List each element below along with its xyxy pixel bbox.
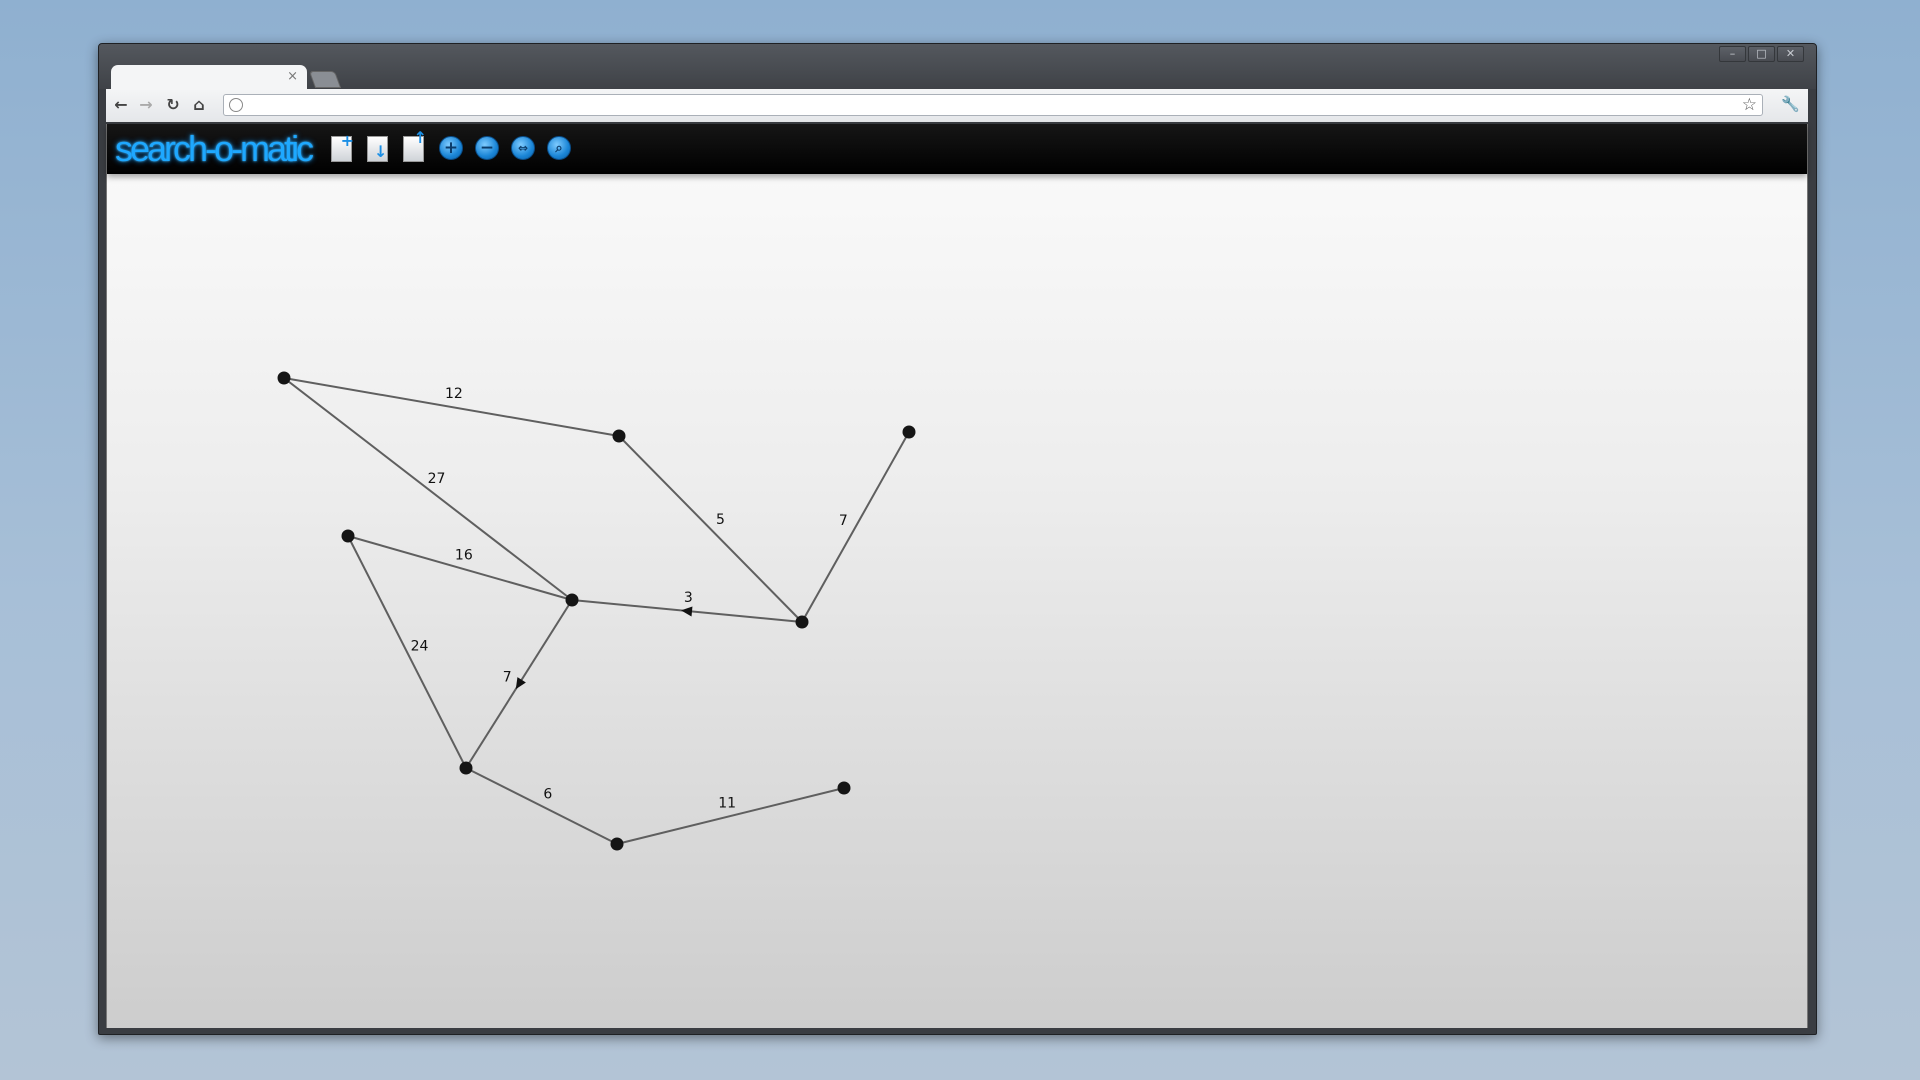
edge-weight-label: 5 xyxy=(716,512,725,528)
graph-node[interactable] xyxy=(612,429,626,443)
graph-node[interactable] xyxy=(459,761,473,775)
address-bar[interactable]: ☆ xyxy=(223,94,1763,116)
edge-weight-label: 24 xyxy=(411,639,429,655)
zoom-out-icon[interactable]: − xyxy=(475,136,499,160)
new-tab-button[interactable] xyxy=(308,71,342,88)
reload-button[interactable]: ↻ xyxy=(166,95,180,114)
export-icon[interactable]: ↑ xyxy=(403,130,427,162)
address-input[interactable] xyxy=(250,96,1724,116)
graph-node[interactable] xyxy=(565,593,579,607)
edge-weight-label: 27 xyxy=(428,471,446,487)
new-document-icon[interactable]: + xyxy=(331,133,354,162)
graph-node[interactable] xyxy=(277,371,291,385)
graph-node[interactable] xyxy=(795,615,809,629)
close-window-button[interactable]: ✕ xyxy=(1777,46,1804,62)
edge-weight-label: 11 xyxy=(718,795,736,811)
edge-weight-label: 12 xyxy=(445,386,463,402)
graph-node[interactable] xyxy=(610,837,624,851)
graph-node[interactable] xyxy=(902,425,916,439)
edge-weight-label: 7 xyxy=(503,670,512,686)
edge-direction-arrow xyxy=(515,677,526,690)
title-bar: × – □ ✕ xyxy=(99,44,1816,90)
minimize-button[interactable]: – xyxy=(1719,46,1746,62)
graph-edge[interactable] xyxy=(283,377,620,437)
import-icon[interactable]: ↓ xyxy=(367,136,388,162)
fit-to-screen-icon[interactable]: ⇔ xyxy=(511,136,535,160)
bookmark-star-icon[interactable]: ☆ xyxy=(1741,95,1757,115)
forward-button[interactable]: → xyxy=(139,95,153,114)
wrench-icon[interactable]: 🔧 xyxy=(1781,95,1800,113)
edge-weight-label: 6 xyxy=(543,786,552,802)
graph-edge[interactable] xyxy=(283,377,573,601)
graph-edge[interactable] xyxy=(465,767,618,845)
edge-direction-arrow xyxy=(681,606,693,617)
maximize-button[interactable]: □ xyxy=(1748,46,1775,62)
globe-icon xyxy=(229,98,243,112)
graph-edge[interactable] xyxy=(347,535,467,769)
edge-weight-label: 3 xyxy=(684,590,693,606)
back-button[interactable]: ← xyxy=(114,95,128,114)
edge-weight-label: 7 xyxy=(839,513,848,529)
browser-window: × – □ ✕ ← → ↻ ⌂ ☆ 🔧 12 27 5 7 16 3 24 7 6 11 xyxy=(98,43,1817,1035)
graph-node[interactable] xyxy=(837,781,851,795)
app-content: 12 27 5 7 16 3 24 7 6 11 search-o-matic + ↓ ↑ + −… xyxy=(106,124,1808,1028)
graph-canvas[interactable]: 12 27 5 7 16 3 24 7 6 11 xyxy=(107,124,1807,1024)
graph-edge[interactable] xyxy=(801,431,910,623)
browser-tab[interactable]: × xyxy=(111,65,307,90)
navigation-bar: ← → ↻ ⌂ ☆ 🔧 xyxy=(106,89,1808,122)
window-controls: – □ ✕ xyxy=(1719,46,1804,62)
graph-node[interactable] xyxy=(341,529,355,543)
app-logo: search-o-matic xyxy=(115,128,314,169)
home-button[interactable]: ⌂ xyxy=(193,95,205,114)
graph-edge[interactable] xyxy=(347,535,573,601)
zoom-in-icon[interactable]: + xyxy=(439,136,463,160)
tab-close-button[interactable]: × xyxy=(287,69,298,84)
search-icon[interactable]: ⌕ xyxy=(547,136,571,160)
app-toolbar: search-o-matic + ↓ ↑ + − ⇔ ⌕ xyxy=(107,124,1807,174)
graph-edge[interactable] xyxy=(616,787,845,845)
graph-edge[interactable] xyxy=(618,435,803,623)
edge-weight-label: 16 xyxy=(455,548,473,564)
